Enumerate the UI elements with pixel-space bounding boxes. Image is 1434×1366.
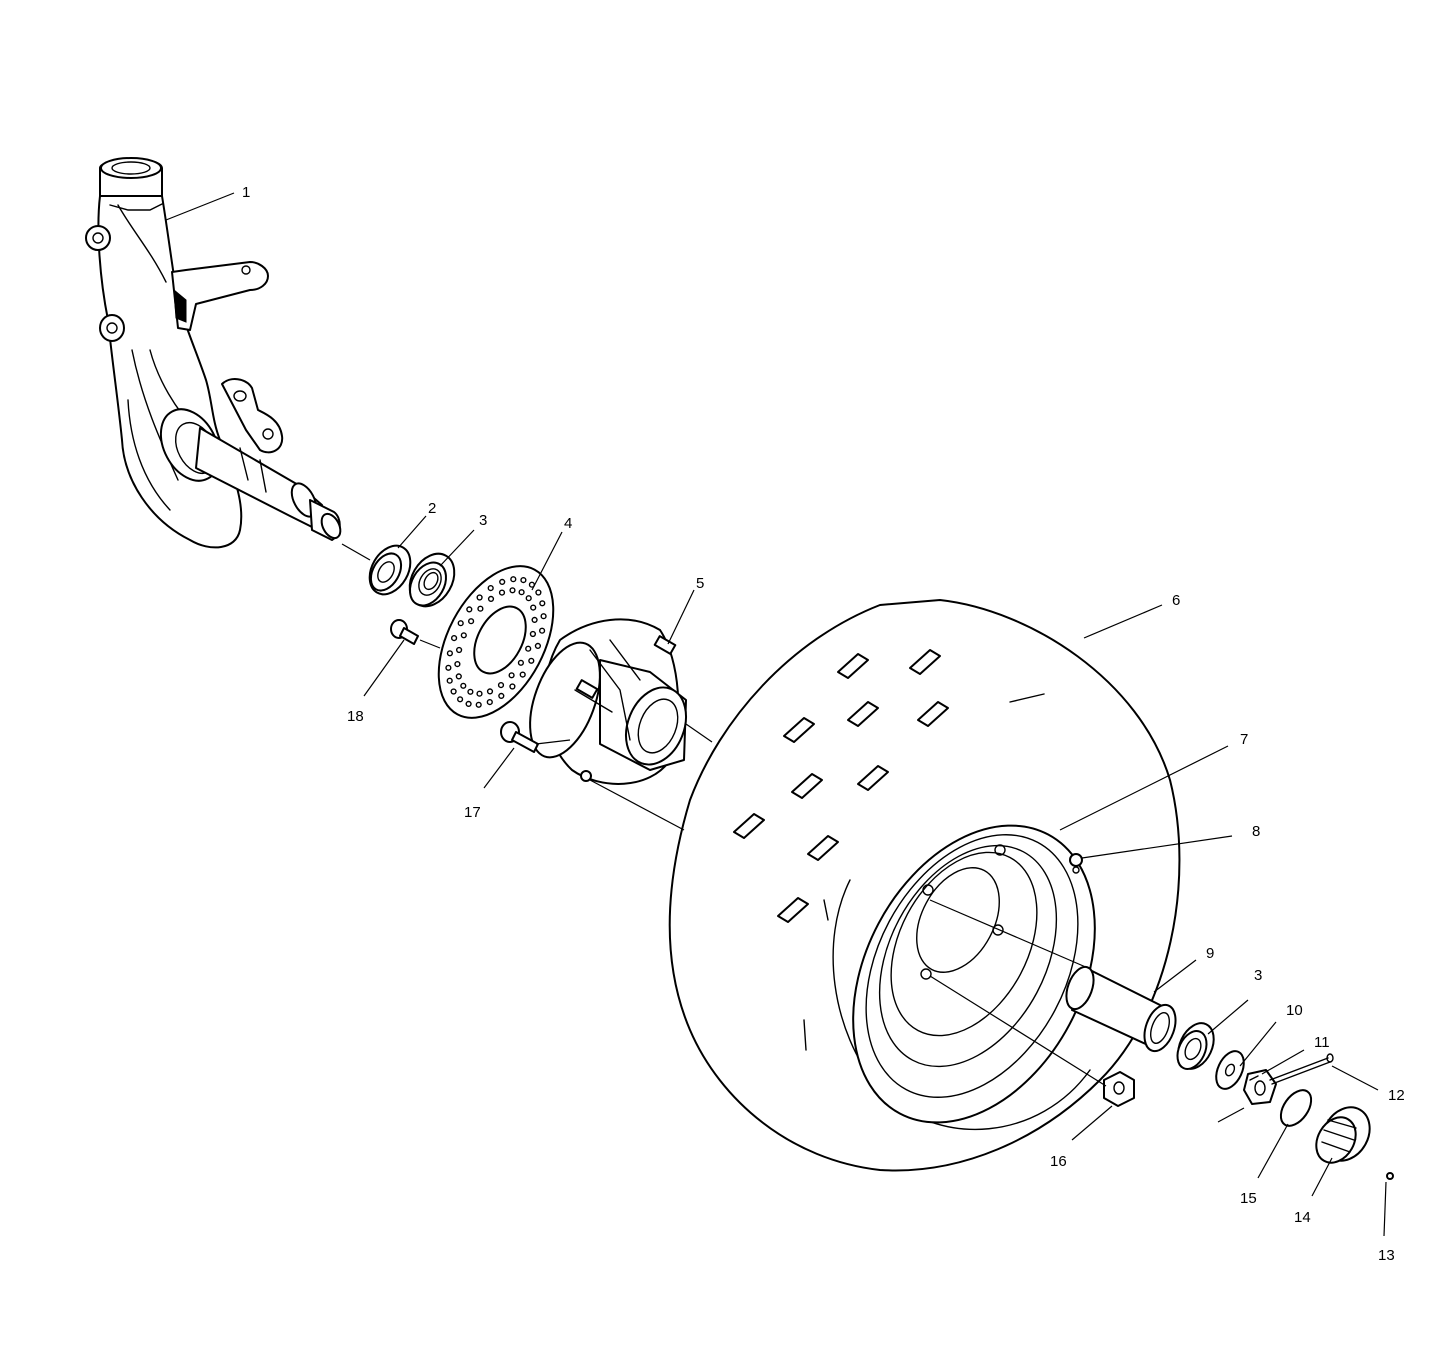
disc-hole [460, 632, 467, 639]
wheel-hub [529, 618, 687, 785]
callout-7: 7 [1240, 731, 1248, 748]
tread-block [807, 835, 839, 861]
wheel-rim [852, 824, 1096, 1124]
disc-hole [475, 701, 482, 708]
disc-hole [508, 672, 515, 679]
assembly-lines [341, 543, 1245, 1123]
screw [1386, 1172, 1394, 1180]
callout-15: 15 [1240, 1190, 1257, 1207]
disc-hole [466, 606, 473, 613]
disc-hole [517, 659, 525, 666]
disc-hole [518, 589, 525, 596]
disc-hole [520, 576, 527, 584]
disc-hole [509, 587, 516, 594]
bolt [390, 619, 419, 645]
disc-hole [486, 698, 493, 706]
disc-hole [456, 646, 463, 654]
callout-10: 10 [1286, 1002, 1303, 1019]
cotter-pin [1269, 1053, 1334, 1085]
tread-block [791, 773, 823, 799]
disc-hole [487, 584, 494, 592]
disc-hole [528, 657, 535, 664]
tread-block [777, 897, 809, 923]
tread-block [783, 717, 815, 743]
disc-hole [531, 616, 538, 624]
disc-hole [498, 589, 506, 596]
lug-nut [1103, 1071, 1135, 1107]
disc-hole [486, 688, 494, 695]
disc-hole [446, 650, 454, 657]
callout-9: 9 [1206, 945, 1214, 962]
disc-hole [457, 696, 464, 703]
disc-hole [455, 673, 462, 680]
valve-stem [1069, 853, 1083, 874]
disc-hole [465, 700, 472, 708]
spacer-tube [1065, 965, 1177, 1053]
disc-hole [454, 660, 461, 668]
callout-17: 17 [464, 804, 481, 821]
disc-hole [525, 595, 532, 602]
callout-18: 18 [347, 708, 364, 725]
bearing [408, 552, 456, 608]
brake-disc [437, 565, 555, 719]
disc-hole [467, 688, 474, 695]
tread-block [857, 765, 889, 791]
disc-hole [460, 682, 467, 689]
disc-hole [519, 671, 526, 678]
callout-8: 8 [1252, 823, 1260, 840]
tread-block [917, 701, 949, 727]
disc-hole [445, 664, 452, 671]
callout-5: 5 [696, 575, 704, 592]
disc-hole [525, 645, 532, 652]
callout-labels: 1 2 3 4 5 6 7 8 9 3 10 11 12 13 14 15 16… [242, 184, 1405, 1264]
washer [1215, 1050, 1245, 1090]
disc-hole [476, 594, 483, 601]
disc-hole [476, 690, 483, 697]
callout-3: 3 [479, 512, 487, 529]
tread-block [733, 813, 765, 839]
callout-2: 2 [428, 500, 436, 517]
callout-4: 4 [564, 515, 572, 532]
disc-hole [510, 576, 517, 583]
tread-block [847, 701, 879, 727]
disc-hole [457, 620, 464, 627]
callout-6: 6 [1172, 592, 1180, 609]
callout-leaders [165, 192, 1387, 1237]
o-ring [1279, 1089, 1313, 1127]
seal [368, 544, 412, 596]
callout-1: 1 [242, 184, 250, 201]
disc-hole [535, 589, 542, 596]
disc-hole [498, 692, 505, 700]
steering-spindle [85, 157, 342, 549]
disc-hole [530, 604, 537, 611]
disc-hole [450, 688, 457, 695]
disc-hole [477, 605, 484, 612]
callout-3b: 3 [1254, 967, 1262, 984]
callout-16: 16 [1050, 1153, 1067, 1170]
hub-cap [1315, 1106, 1371, 1164]
disc-hole [487, 595, 495, 603]
disc-hole [538, 627, 546, 634]
disc-hole [497, 681, 505, 689]
callout-13: 13 [1378, 1247, 1395, 1264]
bolt [500, 721, 539, 753]
disc-hole [540, 613, 547, 620]
bearing [1176, 1022, 1215, 1070]
disc-hole [529, 630, 537, 638]
disc-hole [534, 642, 542, 650]
disc-hole [509, 683, 516, 690]
callout-11: 11 [1314, 1034, 1330, 1051]
tread-block [837, 653, 869, 679]
callout-14: 14 [1294, 1209, 1311, 1226]
disc-hole [539, 600, 546, 607]
disc-hole [468, 618, 475, 625]
tread-block [909, 649, 941, 675]
disc-hole [451, 634, 458, 642]
disc-hole [499, 578, 506, 586]
callout-12: 12 [1388, 1087, 1405, 1104]
castle-nut [1243, 1069, 1277, 1105]
disc-hole [446, 677, 453, 684]
